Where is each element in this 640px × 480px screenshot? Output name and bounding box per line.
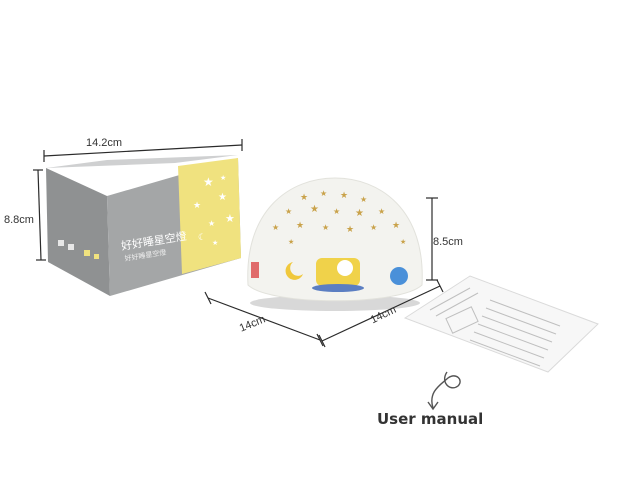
- svg-text:★: ★: [392, 221, 400, 231]
- moon-decal: [285, 262, 303, 280]
- user-manual-sheet: [403, 275, 599, 373]
- svg-text:★: ★: [360, 195, 367, 204]
- character-bed: [312, 284, 364, 292]
- lamp-width-dimension: [318, 279, 444, 348]
- svg-text:★: ★: [370, 223, 377, 232]
- character-face: [337, 260, 353, 276]
- box-stars: ★ ★ ★ ★ ★ ★ ☾ ★: [193, 174, 235, 247]
- svg-text:★: ★: [288, 238, 294, 246]
- box-height-dimension: [33, 169, 46, 261]
- svg-text:★: ★: [355, 208, 364, 219]
- box-icons: [58, 240, 99, 259]
- svg-text:★: ★: [310, 204, 319, 215]
- gift-box: ★ ★ ★ ★ ★ ★ ☾ ★: [46, 155, 241, 296]
- manual-diagram: [445, 306, 479, 334]
- svg-text:★: ★: [218, 192, 227, 203]
- lamp-star-cutouts: ★ ★ ★ ★ ★ ★ ★ ★ ★ ★ ★ ★ ★ ★ ★ ★ ★: [272, 189, 406, 246]
- svg-text:★: ★: [285, 207, 292, 216]
- svg-text:★: ★: [208, 219, 215, 228]
- earth-decal: [390, 267, 408, 285]
- lamp-height-label: 8.5cm: [433, 236, 463, 248]
- pointer-arrowhead: [427, 401, 439, 411]
- box-width-label: 14.2cm: [86, 137, 123, 149]
- svg-text:★: ★: [225, 212, 235, 225]
- box-top-face: [46, 155, 238, 168]
- lamp-base-shadow: [250, 295, 420, 311]
- svg-text:★: ★: [346, 225, 354, 235]
- svg-text:★: ★: [333, 207, 340, 216]
- lamp-dome: [247, 177, 423, 302]
- star-projector-lamp: ★ ★ ★ ★ ★ ★ ★ ★ ★ ★ ★ ★ ★ ★ ★ ★ ★: [247, 177, 423, 311]
- svg-text:★: ★: [322, 223, 329, 232]
- svg-text:★: ★: [203, 175, 214, 189]
- svg-text:★: ★: [340, 191, 348, 201]
- svg-text:★: ★: [212, 239, 218, 247]
- box-width-dimension: [43, 139, 243, 162]
- box-height-label: 8.8cm: [4, 214, 34, 226]
- svg-text:★: ★: [220, 174, 226, 182]
- lamp-height-dimension: [426, 197, 438, 281]
- box-front-face: [46, 168, 110, 296]
- svg-text:★: ★: [400, 238, 406, 246]
- manual-paper: [403, 275, 599, 373]
- svg-text:★: ★: [320, 189, 327, 198]
- svg-text:★: ★: [296, 221, 304, 231]
- rocket-decal: [251, 262, 259, 278]
- lamp-depth-dimension: [204, 291, 324, 347]
- svg-text:☾: ☾: [198, 233, 206, 243]
- svg-text:★: ★: [193, 201, 201, 211]
- svg-text:★: ★: [272, 223, 279, 232]
- box-yellow-panel: [178, 158, 241, 274]
- manual-text-lines: [429, 287, 561, 367]
- user-manual-label: User manual: [377, 410, 484, 428]
- svg-text:★: ★: [300, 193, 308, 203]
- sleeping-character-decal: [316, 258, 360, 286]
- pointer-arrow: [431, 371, 461, 409]
- svg-text:★: ★: [378, 207, 385, 216]
